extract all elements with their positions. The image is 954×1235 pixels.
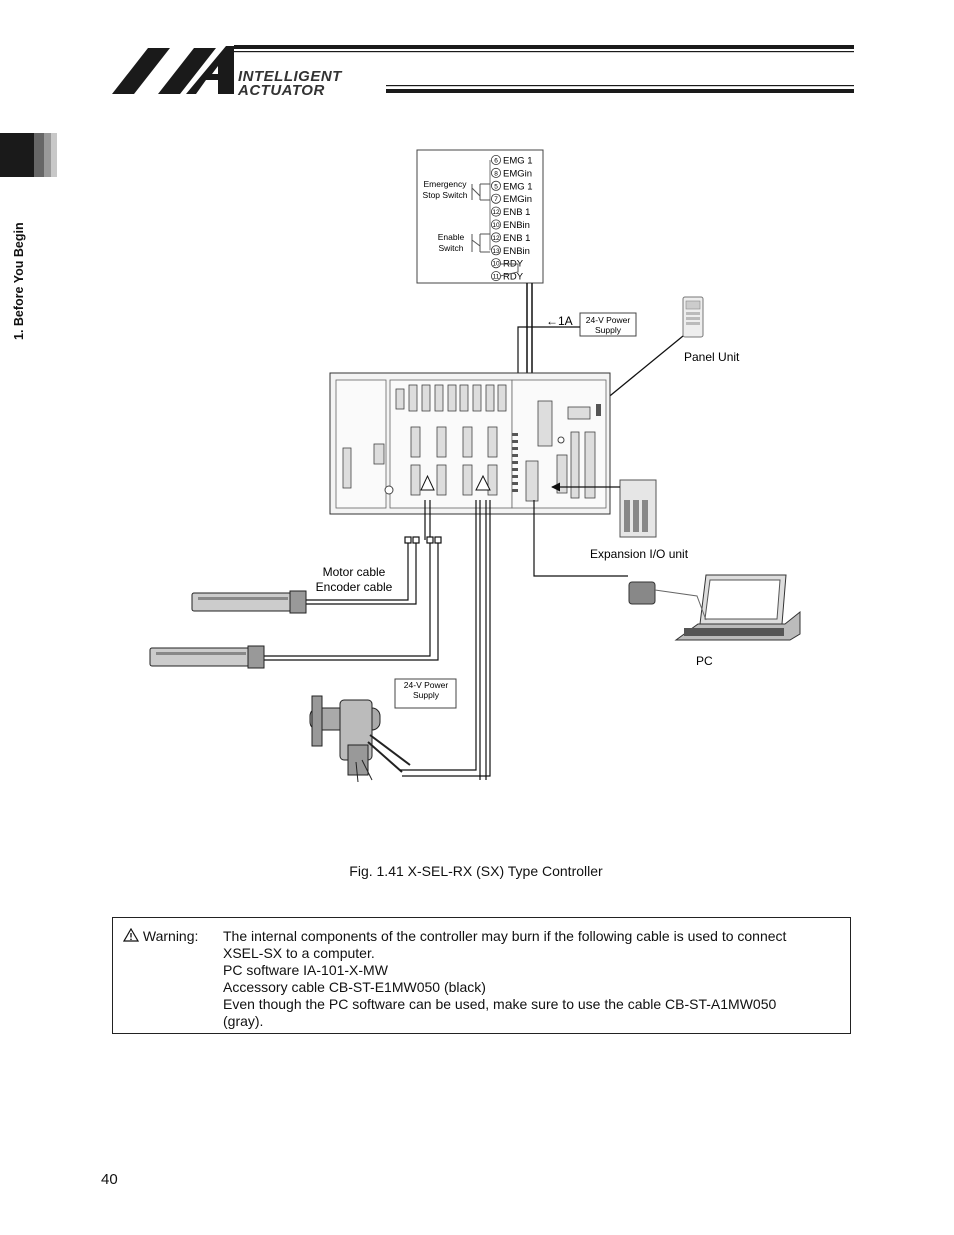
warning-text: The internal components of the controlle… [223, 928, 843, 1030]
terminal-pin-number: 12 [492, 209, 500, 216]
brand-line2: ACTUATOR [237, 82, 325, 99]
enable-switch-label-2: Switch [438, 243, 463, 253]
warning-line: (gray). [223, 1013, 264, 1029]
terminal-pin-number: 10 [492, 222, 500, 229]
terminal-pin [490, 232, 501, 243]
power-supply-top: 24-V Power Supply [579, 312, 637, 337]
terminal-label: ENBin [503, 246, 530, 257]
warning-line: Even though the PC software can be used,… [223, 996, 777, 1012]
pc-laptop [628, 574, 801, 641]
motor-cable-label: Motor cable [323, 565, 386, 579]
terminal-label: EMG 1 [503, 156, 533, 167]
terminal-label: ENB 1 [503, 233, 530, 244]
warning-line: Accessory cable CB-ST-E1MW050 (black) [223, 979, 486, 995]
current-label: ←1A [546, 314, 573, 328]
svg-text:24-V Power: 24-V Power [586, 315, 631, 325]
terminal-pin [490, 219, 501, 230]
header-rule-bottom [386, 89, 854, 93]
controller-unit [329, 372, 611, 515]
terminal-pin-number: 5 [494, 183, 498, 190]
terminal-pin-number: 11 [493, 274, 500, 281]
terminal-pin [490, 245, 501, 256]
terminal-label: ENB 1 [503, 207, 530, 218]
terminal-pin [490, 167, 501, 178]
terminal-pin [490, 193, 501, 204]
warning-line: PC software IA-101-X-MW [223, 962, 388, 978]
terminal-pin [490, 258, 501, 269]
expansion-io-unit [619, 479, 657, 538]
warning-triangle-icon [122, 927, 140, 942]
page-number: 40 [101, 1171, 118, 1188]
svg-text:24-V Power: 24-V Power [404, 680, 449, 690]
terminal-label: ENBin [503, 220, 530, 231]
terminal-pin-number: 10 [492, 261, 500, 268]
pc-label: PC [696, 654, 713, 668]
header-logo: INTELLIGENT ACTUATOR [112, 45, 854, 99]
panel-unit-label: Panel Unit [684, 350, 740, 364]
actuator-2 [149, 645, 265, 669]
brand-line1: INTELLIGENT [238, 68, 343, 85]
terminal-label: RDY [503, 272, 524, 283]
warning-line: XSEL-SX to a computer. [223, 945, 375, 961]
panel-unit [682, 296, 704, 338]
svg-text:Supply: Supply [595, 325, 622, 335]
warning-box: Warning: The internal components of the … [112, 917, 851, 1034]
section-tab-marker [0, 133, 57, 177]
terminal-pin-number: 8 [494, 170, 498, 177]
emergency-stop-label-1: Emergency [424, 179, 468, 189]
terminal-pin [490, 154, 501, 165]
terminal-pin-number: 12 [492, 235, 500, 242]
terminal-pin [490, 180, 501, 191]
header-rule-top [234, 45, 854, 49]
enable-switch-label-1: Enable [438, 232, 465, 242]
terminal-label: EMGin [503, 194, 532, 205]
emergency-stop-label-2: Stop Switch [423, 190, 468, 200]
scara-robot [309, 695, 411, 783]
ia-logo-mark [112, 46, 234, 94]
actuator-1 [191, 590, 307, 614]
figure-caption: Fig. 1.41 X-SEL-RX (SX) Type Controller [349, 863, 603, 879]
terminal-label: EMG 1 [503, 181, 533, 192]
power-supply-bottom: 24-V Power Supply [394, 678, 457, 709]
terminal-pin-number: 6 [494, 158, 498, 165]
expansion-io-label: Expansion I/O unit [590, 547, 689, 561]
warning-line: The internal components of the controlle… [223, 928, 787, 944]
warning-heading: Warning: [122, 927, 198, 945]
svg-text:Supply: Supply [413, 690, 440, 700]
terminal-pin [490, 206, 501, 217]
terminal-label: EMGin [503, 168, 532, 179]
encoder-cable-label: Encoder cable [316, 580, 393, 594]
terminal-pin-number: 13 [492, 248, 500, 255]
terminal-pin-number: 7 [494, 196, 498, 203]
